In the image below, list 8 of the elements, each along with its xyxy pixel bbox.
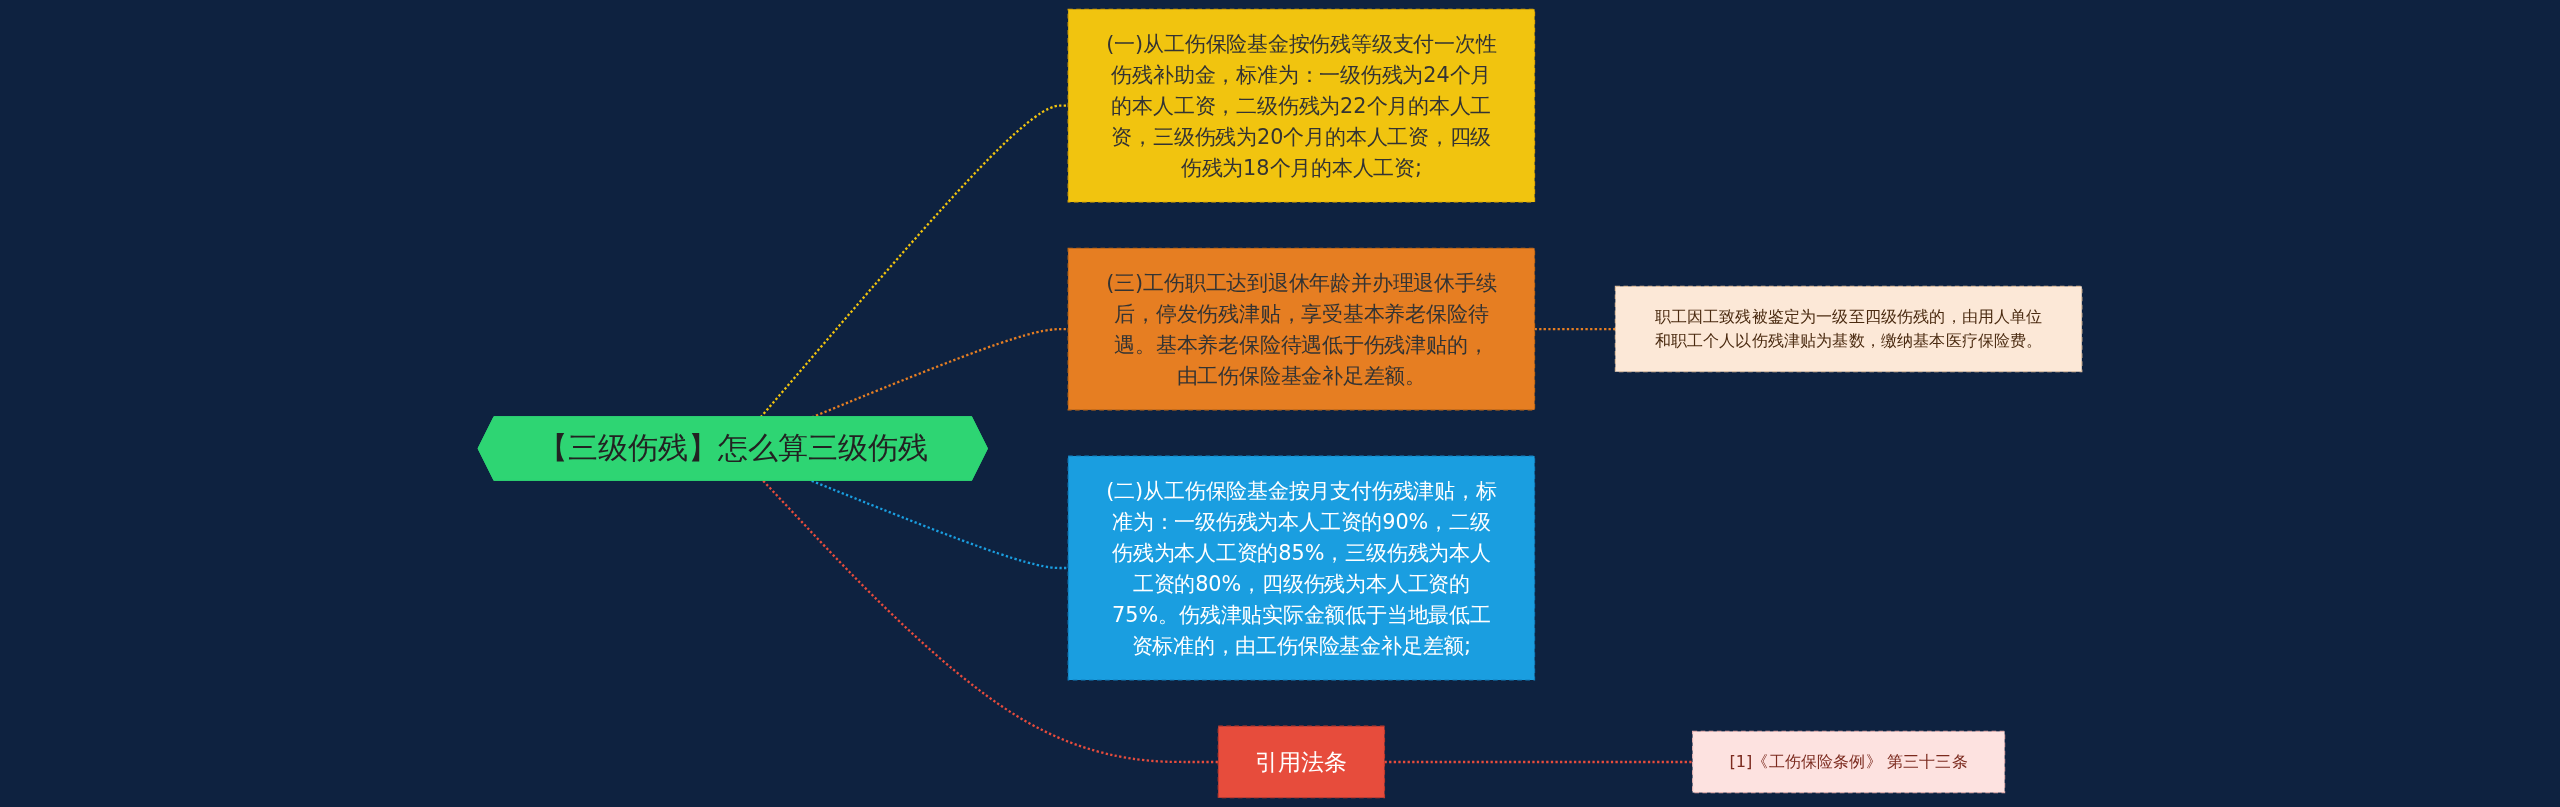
connector [811, 479, 1069, 570]
node-box: 引用法条 [1217, 725, 1386, 799]
connector [762, 480, 1219, 764]
node-box: 职工因工致残被鉴定为一级至四级伤残的，由用人单位和职工个人以伤残津贴为基数，缴纳基本医疗保险费。 [1614, 285, 2083, 373]
node-box: (三)工伤职工达到退休年龄并办理退休手续后，停发伤残津贴，享受基本养老保险待遇。基本养老保险待遇低于伤残津贴的，由工伤保险基金补足差额。 [1067, 247, 1536, 411]
node-box: [1]《工伤保险条例》 第三十三条 [1692, 730, 2006, 794]
node-box: (一)从工伤保险基金按伤残等级支付一次性伤残补助金，标准为：一级伤残为24个月的本人工资，二级伤残为22个月的本人工资，三级伤残为20个月的本人工资，四级伤残为18个月的本人工资; [1067, 8, 1536, 203]
node-box: (二)从工伤保险基金按月支付伤残津贴，标准为：一级伤残为本人工资的90%，二级伤残为本人工资的85%，三级伤残为本人工资的80%，四级伤残为本人工资的75%。伤残津贴实际金额低于当地最低工资标准的，由工伤保险基金补足差额; [1067, 455, 1536, 681]
